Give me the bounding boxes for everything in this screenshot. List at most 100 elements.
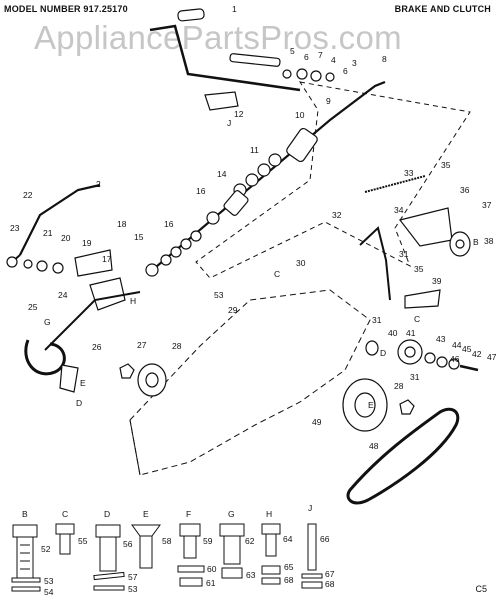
rod-32 — [359, 226, 391, 301]
callout: 26 — [92, 342, 102, 352]
callout: 30 — [296, 258, 306, 268]
callout: 35 — [441, 160, 451, 170]
model-number: MODEL NUMBER 917.25170 — [4, 4, 128, 14]
part-number: 54 — [44, 587, 54, 597]
callout: 21 — [43, 228, 53, 238]
frame-body — [129, 289, 371, 476]
part-number: 53 — [44, 576, 54, 586]
part-number: 53 — [128, 584, 138, 594]
clutch-bracket — [89, 277, 126, 311]
callout: 34 — [394, 205, 404, 215]
callout: 22 — [23, 190, 33, 200]
part-number: 55 — [78, 536, 88, 546]
part-number: 52 — [41, 544, 51, 554]
callout: 31 — [410, 372, 420, 382]
callout: 11 — [250, 145, 259, 155]
callout: 45 — [462, 344, 472, 354]
callout: 43 — [436, 334, 446, 344]
brake-rod — [149, 24, 301, 92]
callout: 7 — [318, 50, 323, 60]
lever-rod — [19, 183, 101, 256]
callout: 37 — [482, 200, 492, 210]
part-number: 65 — [284, 562, 294, 572]
letter-ref: E — [368, 400, 374, 410]
callout: 44 — [452, 340, 462, 350]
hardware-row — [11, 523, 323, 592]
part-number: 56 — [123, 539, 133, 549]
letter-ref: E — [80, 378, 86, 388]
letter-ref: H — [130, 296, 136, 306]
part-number: 62 — [245, 536, 255, 546]
callout: 47 — [487, 352, 497, 362]
watermark: AppliancePartsPros.com — [34, 19, 402, 56]
group-letter: E — [143, 509, 149, 519]
callout: 29 — [228, 305, 238, 315]
spring-26 — [24, 339, 66, 376]
callout: 46 — [450, 354, 460, 364]
drive-pulley — [397, 339, 423, 365]
callout: 6 — [304, 52, 309, 62]
letter-ref: J — [227, 118, 231, 128]
callout: 24 — [58, 290, 68, 300]
callout: 38 — [484, 236, 494, 246]
callout: 27 — [137, 340, 147, 350]
callout: 14 — [217, 169, 227, 179]
part-number: 63 — [246, 570, 256, 580]
part-number: 67 — [325, 569, 335, 579]
rod-25 — [44, 291, 141, 351]
idler-pulley — [137, 363, 167, 397]
part-number: 58 — [162, 536, 172, 546]
group-letter: H — [266, 509, 272, 519]
callout: 15 — [134, 232, 144, 242]
bracket — [204, 91, 239, 111]
callout: 3 — [352, 58, 357, 68]
callout: 9 — [326, 96, 331, 106]
spacer-stack — [145, 153, 282, 277]
group-letter: D — [104, 509, 110, 519]
part-number: 64 — [283, 534, 293, 544]
group-letter: F — [186, 509, 191, 519]
letter-ref: D — [76, 398, 82, 408]
callout: 16 — [164, 219, 174, 229]
group-letter: G — [228, 509, 235, 519]
callout: 20 — [61, 233, 71, 243]
part-number: 60 — [207, 564, 217, 574]
callout: 6 — [343, 66, 348, 76]
group-letter: C — [62, 509, 68, 519]
hardware-legend: B 52 53 54 C 55 D 56 57 53 E 58 F 59 60 … — [22, 503, 335, 597]
letter-ref: B — [473, 237, 479, 247]
callout: 17 — [102, 254, 112, 264]
callout: 32 — [332, 210, 342, 220]
callout: 53 — [214, 290, 224, 300]
callout: 19 — [82, 238, 92, 248]
callout: 23 — [10, 223, 20, 233]
callout: 1 — [232, 4, 237, 14]
part-number: 61 — [206, 578, 216, 588]
callout: 35 — [414, 264, 424, 274]
callout: 48 — [369, 441, 379, 451]
callout: 8 — [382, 54, 387, 64]
callout: 4 — [331, 55, 336, 65]
section-title: BRAKE AND CLUTCH — [394, 4, 491, 14]
callout: 39 — [432, 276, 442, 286]
callout: 36 — [460, 185, 470, 195]
part-number: 66 — [320, 534, 330, 544]
callout: 18 — [117, 219, 127, 229]
callout: 10 — [295, 110, 305, 120]
part-number: 68 — [325, 579, 335, 589]
group-letter: B — [22, 509, 28, 519]
part-number: 57 — [128, 572, 138, 582]
callout: 25 — [28, 302, 38, 312]
part-number: 68 — [284, 575, 294, 585]
part-number: 59 — [203, 536, 213, 546]
callout: 12 — [234, 109, 244, 119]
group-letter: J — [308, 503, 312, 513]
callout: 28 — [394, 381, 404, 391]
callout: 42 — [472, 349, 482, 359]
callout: 31 — [399, 249, 409, 259]
main-pulley — [342, 378, 388, 432]
callout: 33 — [404, 168, 414, 178]
letter-ref: C — [414, 314, 420, 324]
